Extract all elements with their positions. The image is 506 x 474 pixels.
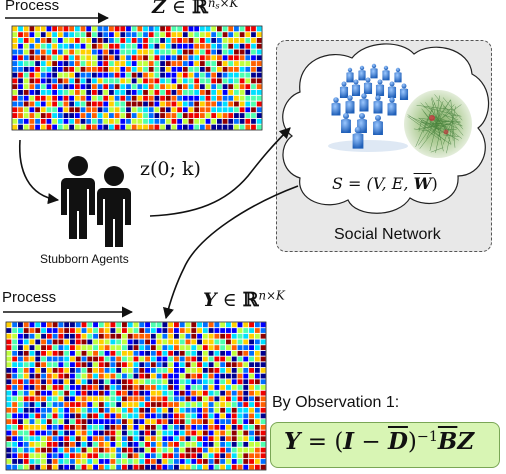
observation-label: By Observation 1: [272, 394, 400, 411]
formula-z-dimension: Z ∈ ℝns×K [152, 0, 239, 18]
matrix-y-heatmap [5, 321, 267, 471]
stubborn-agents-icon [61, 156, 131, 247]
formula-y-dimension: Y ∈ ℝn×K [203, 288, 285, 311]
people-crowd-icon [328, 63, 409, 152]
network-formula: S = (V, E, W) [332, 174, 438, 193]
network-cloud [282, 43, 490, 214]
arrow-agents-to-network [149, 127, 291, 217]
observation-equation: Y = (I − D)−1BZ [284, 428, 475, 455]
arrow-matrix-to-agents [18, 139, 60, 205]
process-label-bottom: Process [2, 289, 57, 306]
stubborn-agents-label: Stubborn Agents [40, 252, 129, 266]
matrix-z-heatmap [11, 25, 263, 131]
network-graph-icon [404, 90, 472, 158]
social-network-title: Social Network [334, 226, 441, 243]
arrow-network-to-output [163, 185, 299, 320]
observation-equation-box [270, 422, 500, 468]
initial-signal-label: z(0; k) [140, 158, 201, 180]
process-label-top: Process [5, 0, 60, 14]
